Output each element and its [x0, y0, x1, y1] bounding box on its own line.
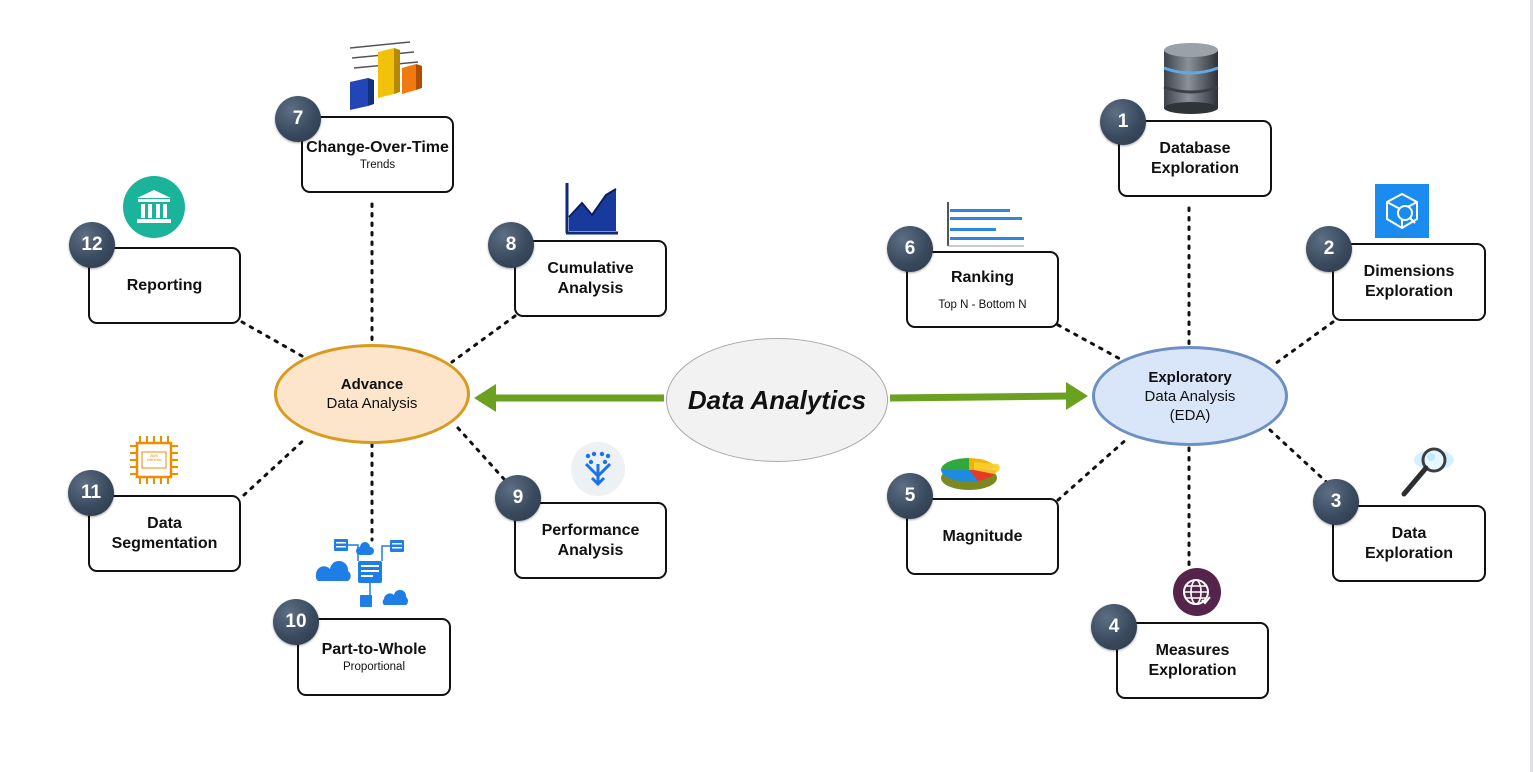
- bar-chart-3d-icon: [349, 41, 422, 110]
- node-data-exploration: Data Exploration: [1332, 505, 1486, 582]
- connector-line: [450, 314, 517, 364]
- right-arrow-head: [1066, 382, 1088, 410]
- node-subtitle: Proportional: [342, 661, 405, 673]
- database-icon: [1163, 43, 1219, 114]
- node-data-segmentation: Data Segmentation: [88, 495, 241, 572]
- node-number-badge: 6: [887, 226, 933, 272]
- node-subtitle: Trends: [359, 158, 396, 171]
- node-title-line: Analysis: [557, 279, 624, 297]
- window-edge: [1530, 0, 1533, 772]
- node-title-line: Part-to-Whole: [321, 641, 427, 658]
- node-title-line: Exploration: [1150, 159, 1239, 177]
- connector-line: [240, 320, 304, 358]
- node-title-line: Magnitude: [942, 527, 1023, 545]
- node-number-badge: 8: [488, 222, 534, 268]
- node-reporting: Reporting: [88, 247, 241, 324]
- node-number-badge: 11: [68, 470, 114, 516]
- hub-extra: (EDA): [1169, 406, 1211, 424]
- node-title-line: Segmentation: [111, 534, 218, 552]
- node-title-line: Measures: [1155, 641, 1230, 659]
- pie-3d-icon: [941, 458, 1000, 490]
- hub-title: Advance: [340, 376, 404, 393]
- node-title-line: Data: [147, 514, 182, 532]
- node-number-badge: 9: [495, 475, 541, 521]
- node-title-line: Data: [1391, 524, 1427, 542]
- node-title-line: Database: [1159, 139, 1231, 157]
- hub-title: Exploratory: [1148, 368, 1232, 386]
- node-ranking: Ranking Top N - Bottom N: [906, 251, 1059, 328]
- node-title-line: Dimensions: [1363, 263, 1455, 280]
- node-dimensions-exploration: Dimensions Exploration: [1332, 243, 1486, 321]
- processor-chip-icon: [130, 436, 178, 484]
- node-title-line: Cumulative: [547, 259, 634, 277]
- connector-line: [1056, 436, 1130, 502]
- connector-line: [1268, 428, 1335, 490]
- node-number-badge: 4: [1091, 604, 1137, 650]
- ranking-bars-icon: [947, 202, 1024, 247]
- node-cumulative-analysis: Cumulative Analysis: [514, 240, 667, 317]
- left-arrow-head: [474, 384, 496, 412]
- node-title-line: Exploration: [1364, 544, 1453, 562]
- node-title-line: Performance: [541, 521, 640, 539]
- node-database-exploration: Database Exploration: [1118, 120, 1272, 197]
- node-part-to-whole: Part-to-Whole Proportional: [297, 618, 451, 696]
- node-subtitle: Top N - Bottom N: [938, 298, 1027, 311]
- node-title-line: Change-Over-Time: [306, 138, 449, 156]
- node-title-line: Ranking: [950, 268, 1015, 286]
- advance-analysis-hub: Advance Data Analysis: [274, 344, 470, 444]
- node-title-line: Analysis: [557, 541, 624, 559]
- node-title-line: Exploration: [1148, 661, 1237, 679]
- eda-hub: Exploratory Data Analysis (EDA): [1092, 346, 1288, 446]
- right-arrow: [889, 392, 1069, 402]
- node-number-badge: 10: [273, 599, 319, 645]
- connector-line: [1270, 320, 1335, 368]
- node-number-badge: 12: [69, 222, 115, 268]
- hub-subtitle: Data Analysis: [326, 395, 418, 412]
- node-title-line: Reporting: [126, 276, 203, 294]
- performance-funnel-icon: [571, 442, 625, 496]
- dimension-cube-icon: [1375, 184, 1429, 238]
- node-performance-analysis: Performance Analysis: [514, 502, 667, 579]
- node-number-badge: 1: [1100, 99, 1146, 145]
- connector-line: [1056, 323, 1124, 362]
- node-change-over-time: Change-Over-Time Trends: [301, 116, 454, 193]
- node-magnitude: Magnitude: [906, 498, 1059, 575]
- node-number-badge: 5: [887, 473, 933, 519]
- magnifier-icon: [1401, 447, 1454, 497]
- area-chart-icon: [565, 183, 618, 235]
- node-number-badge: 7: [275, 96, 321, 142]
- institution-icon: [123, 176, 185, 238]
- hub-subtitle: Data Analysis: [1144, 387, 1236, 405]
- node-number-badge: 3: [1313, 479, 1359, 525]
- center-title: Data Analytics: [687, 384, 867, 415]
- globe-icon: [1173, 568, 1221, 616]
- connector-line: [242, 436, 308, 497]
- node-measures-exploration: Measures Exploration: [1116, 622, 1269, 699]
- cloud-network-icon: [315, 539, 408, 607]
- center-node: Data Analytics: [666, 338, 888, 462]
- chip-label: AWS Inferentia: [146, 454, 162, 462]
- connector-line: [456, 426, 514, 490]
- node-title-line: Exploration: [1364, 283, 1453, 300]
- node-number-badge: 2: [1306, 226, 1352, 272]
